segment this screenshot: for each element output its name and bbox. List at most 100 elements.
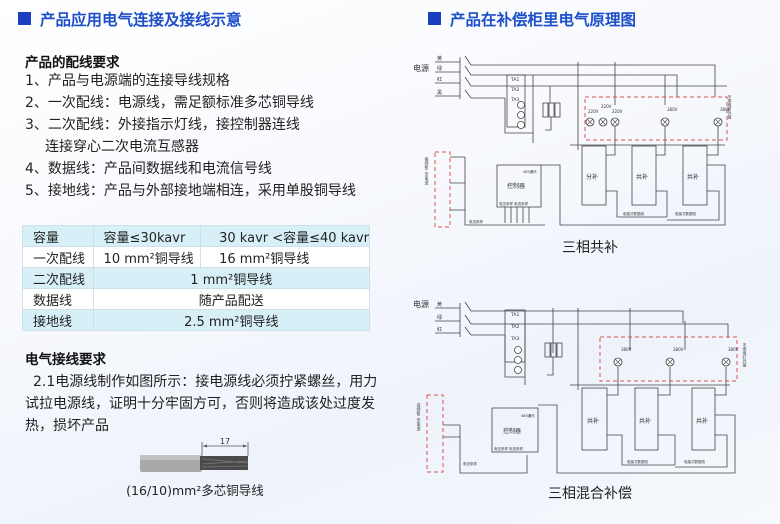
electrical-requirements-heading: 电气接线要求 [25,352,106,368]
ct-dashed-box [426,394,444,473]
table-cell: 1 mm²铜导线 [92,267,371,289]
lamp-icon [610,117,620,127]
data-line-label: 临接式数据线 [684,459,705,464]
lamp-voltage: 380V [728,347,739,352]
table-header-row: 容量 容量≤30kavr 30 kavr <容量≤40 kavr [22,225,370,247]
sampling-label: 电压采样 电流采样 [494,446,524,451]
cable-caption: (16/10)mm²多芯铜导线 [126,483,264,498]
lamp-group-dashed-box [584,96,728,141]
arrow-right-icon [243,444,247,448]
section-title-left: 产品应用电气连接及接线示意 [40,11,242,29]
ta-label: TA3 [510,97,519,103]
lamp-voltage: 220V [588,109,599,114]
comm-label: 485通讯 [521,413,535,418]
ta-label: TA2 [510,324,519,330]
indicator-lamps [585,117,723,127]
lamp-icon [613,357,623,367]
indicator-lamps [613,357,731,367]
row-label: 一次配线 [22,246,94,268]
sampling-label: 电压采样 电流采样 [499,201,529,206]
lamp-note: 不带用灯外接 [728,95,733,120]
module-label: 分补 [586,173,598,181]
module-label: 共补 [636,173,648,181]
list-item: 1、产品与电源端的连接导线规格 [25,73,230,89]
lamp-icon [721,357,731,367]
lamp-voltage: 380V [621,347,632,352]
lamp-icon [585,117,595,127]
diagram-three-phase-common: 电源 黄 绿 红 黑 TA1 TA2 TA3 220V 220V 220V 38… [413,55,733,228]
lamp-voltage: 220V [612,109,623,114]
row-label: 二次配线 [22,267,94,289]
list-item: 2、一次配线：电源线，需足额标准多芯铜导线 [25,95,314,111]
power-label: 电源 [413,63,429,73]
controller-label: 控制器 [507,182,525,190]
current-sampling-label: 电流采样 [469,219,483,224]
wiring-requirements-heading: 产品的配线要求 [25,55,120,71]
ta-label: TA1 [510,77,519,83]
table-row: 一次配线 10 mm²铜导线 16 mm²铜导线 [22,246,370,268]
lamp-note: 不带用灯外接 [743,343,748,368]
cable-illustration: 17 [140,437,249,472]
ct-note: 进线柜二次电流 [417,402,422,432]
table-cell: 16 mm²铜导线 [200,246,370,268]
phase-label: 红 [437,76,442,83]
lamp-icon [598,117,608,127]
module-label: 共补 [639,417,651,425]
dimension-label: 17 [220,437,230,446]
data-line-label: 临接式数据线 [623,211,644,216]
lamp-voltage: 380V [720,107,731,112]
section-title-right: 产品在补偿柜里电气原理图 [450,11,637,29]
wire-spec-table: 容量 容量≤30kavr 30 kavr <容量≤40 kavr 一次配线 10… [22,225,371,331]
section-marker-icon [18,12,31,25]
arrow-left-icon [203,444,207,448]
lamp-voltage: 220V [601,104,612,109]
phase-label: 黄 [437,55,442,62]
table-row: 接地线 2.5 mm²铜导线 [22,309,371,331]
lamp-icon [660,117,670,127]
phase-label: 黄 [437,301,442,308]
current-sampling-label: 电流采样 [463,461,477,466]
controller-label: 控制器 [503,427,521,435]
comm-label: 485通讯 [523,169,537,174]
phase-label: 绿 [437,65,442,72]
data-line-label: 临接式数据线 [675,211,696,216]
ta-label: TA1 [510,312,519,318]
lamp-voltage: 380V [673,347,684,352]
section-marker-icon [428,12,441,25]
list-item: 连接穿心二次电流互感器 [45,139,199,155]
module-label: 共补 [696,417,708,425]
list-item: 3、二次配线：外接指示灯线，接控制器连线 [25,117,300,133]
table-cell: 随产品配送 [92,288,371,310]
table-header-cell: 容量≤30kavr [92,225,202,247]
phase-label: 黑 [437,90,442,96]
table-row: 数据线 随产品配送 [22,288,371,310]
list-item: 5、接地线：产品与外部接地端相连，采用单股铜导线 [25,183,356,199]
row-label: 接地线 [22,309,94,331]
ta-label: TA2 [510,87,519,93]
phase-label: 绿 [437,314,442,321]
table-header-cell: 30 kavr <容量≤40 kavr [200,225,370,247]
lamp-voltage: 380V [667,107,678,112]
lamp-icon [665,357,675,367]
row-label: 数据线 [22,288,94,310]
cable-highlight [140,455,202,460]
wiring-requirements-list: 1、产品与电源端的连接导线规格 2、一次配线：电源线，需足额标准多芯铜导线 3、… [25,70,356,202]
diagram-three-phase-hybrid: 电源 黄 绿 红 TA1 TA2 TA3 380V 380V 380V 共补 共… [413,299,748,474]
list-item: 4、数据线：产品间数据线和电流信号线 [25,161,272,177]
table-header-cell: 容量 [22,225,94,247]
ta-label: TA3 [510,336,519,342]
diagram2-caption: 三相混合补偿 [548,486,632,502]
strand-lines [201,458,249,468]
table-cell: 2.5 mm²铜导线 [92,309,371,331]
module-label: 共补 [587,417,599,425]
table-row: 二次配线 1 mm²铜导线 [22,267,371,289]
data-line-label: 临接式数据线 [627,459,648,464]
ct-note: 接线柜二次电流 [425,156,430,186]
module-label: 共补 [687,173,699,181]
phase-label: 红 [437,326,442,333]
cable-copper-core [200,456,248,470]
lamp-icon [713,117,723,127]
table-cell: 10 mm²铜导线 [92,246,202,268]
ct-dashed-box [434,151,451,228]
lamp-group-dashed-box [599,336,738,382]
